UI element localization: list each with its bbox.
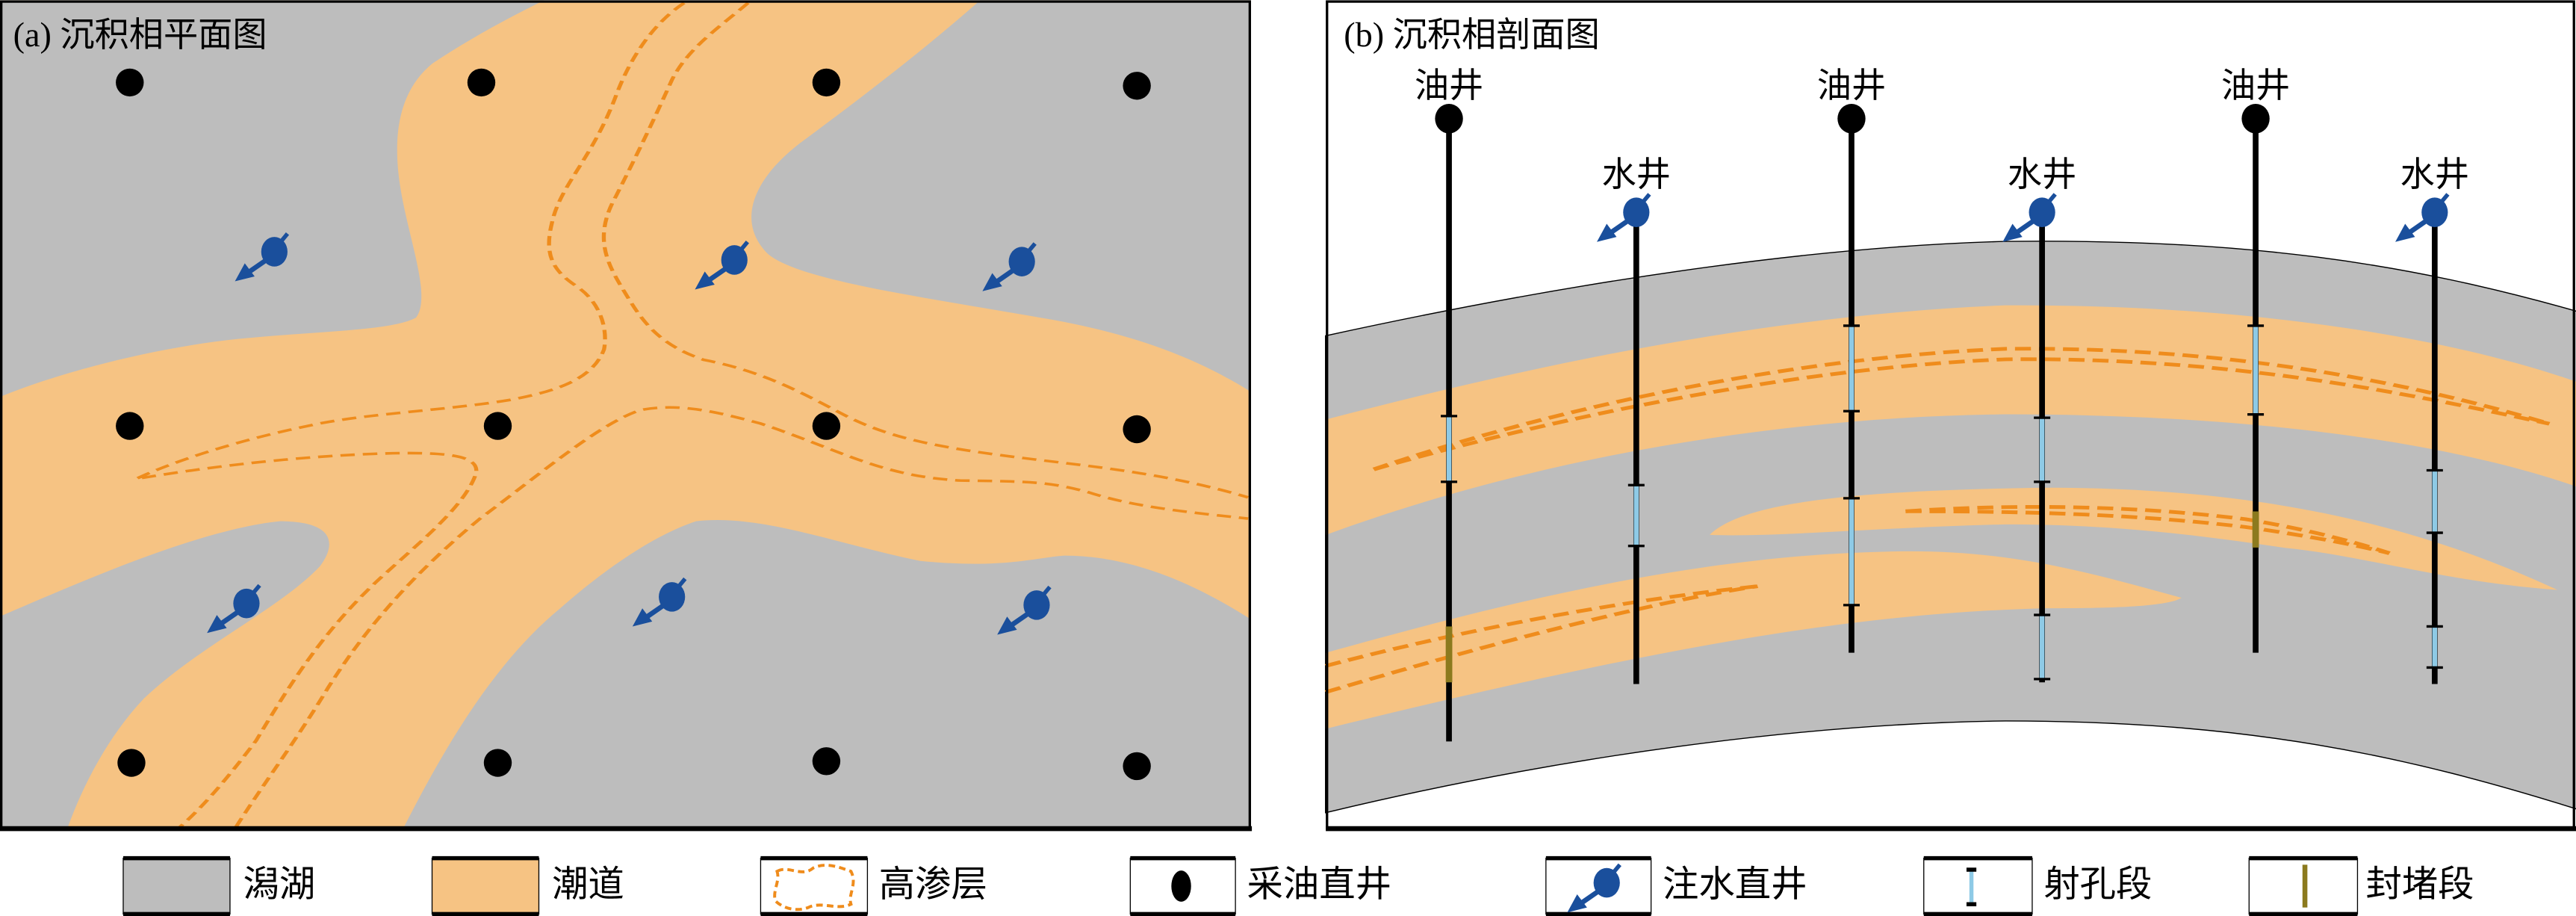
water-well-1: 水井	[1597, 155, 1671, 684]
panel-b-cross-section: (b) 沉积相剖面图 油井 油井 油井	[1324, 0, 2576, 832]
oil-well-2: 油井	[1817, 66, 1886, 653]
legend-label: 射孔段	[2043, 864, 2152, 904]
legend-item-tidal-channel: 潮道	[431, 855, 624, 916]
legend-label: 采油直井	[1247, 864, 1392, 904]
perforation-segment	[1446, 415, 1452, 482]
legend-item-perforation: 射孔段	[1923, 855, 2152, 916]
tidal-channel-swatch	[431, 857, 540, 915]
legend-label: 潟湖	[243, 864, 316, 904]
injection-well-icon	[1597, 194, 1649, 242]
perforation-segment	[2253, 325, 2259, 415]
oil-well-label: 油井	[1415, 66, 1483, 105]
legend-label: 封堵段	[2365, 864, 2474, 904]
panel-a-plan-view: (a) 沉积相平面图	[0, 0, 1253, 832]
plugging-segment	[1445, 626, 1453, 683]
oil-well-head	[2241, 103, 2270, 134]
oil-wells-plan	[116, 68, 1151, 781]
perforation-segment	[2432, 470, 2438, 533]
legend-item-lagoon: 潟湖	[122, 855, 316, 916]
legend-item-high-permeability: 高渗层	[760, 855, 987, 916]
perforation-segment	[2432, 626, 2438, 668]
water-well-3: 水井	[2395, 155, 2469, 684]
oil-well-dot	[483, 412, 512, 440]
oil-well-3: 油井	[2221, 66, 2290, 653]
oil-well-1: 油井	[1415, 66, 1483, 742]
perforation-segment	[2039, 418, 2045, 482]
oil-well-label: 油井	[1817, 66, 1886, 105]
oil-well-dot	[1123, 415, 1151, 444]
perforation-segment	[2039, 615, 2045, 679]
plugging-segment	[2252, 511, 2259, 548]
lagoon-swatch	[122, 857, 231, 915]
legend-item-injection-well: 注水直井	[1545, 855, 1807, 916]
legend: 潟湖 潮道 高渗层 采油直井 注水直井	[122, 855, 2474, 916]
legend-item-plugging: 封堵段	[2248, 855, 2474, 916]
oil-well-dot	[116, 412, 144, 440]
water-well-label: 水井	[2400, 155, 2469, 194]
oil-well-dot	[1171, 870, 1191, 902]
lagoon-area-top-left	[0, 0, 544, 397]
channel-sand-middle	[1710, 487, 2558, 590]
oil-well-dot	[483, 749, 512, 777]
perforation-segment	[1849, 325, 1855, 412]
high-permeability-zones-section	[1324, 347, 2551, 694]
water-well-label: 水井	[2008, 155, 2076, 194]
high-permeability-dashed-outline	[773, 864, 855, 912]
oil-well-dot	[116, 68, 144, 97]
oil-well-dot	[812, 747, 841, 776]
legend-label: 高渗层	[879, 864, 987, 904]
channel-sand-lower	[1326, 551, 2182, 729]
injection-well-icon	[2002, 194, 2055, 242]
legend-item-oil-well: 采油直井	[1129, 855, 1392, 916]
oil-well-dot	[812, 412, 841, 440]
oil-well-dot	[467, 68, 496, 97]
lagoon-area-top-right	[751, 0, 1251, 392]
oil-well-dot	[117, 749, 146, 777]
oil-well-dot	[812, 68, 841, 97]
water-well-label: 水井	[1602, 155, 1671, 194]
oil-well-head	[1837, 103, 1866, 134]
oil-well-dot	[1123, 752, 1151, 781]
perforation-segment	[1849, 498, 1855, 605]
panel-a-title: (a) 沉积相平面图	[13, 16, 267, 54]
perforation-segment-icon	[1966, 867, 1977, 906]
perforation-segment	[1633, 485, 1639, 546]
legend-label: 注水直井	[1663, 864, 1807, 904]
high-permeability-zones	[134, 1, 1250, 828]
panel-b-title: (b) 沉积相剖面图	[1344, 16, 1600, 54]
oil-well-head	[1435, 103, 1463, 134]
legend-label: 潮道	[552, 864, 624, 904]
injection-well-icon	[2395, 194, 2448, 242]
oil-well-dot	[1123, 72, 1151, 100]
oil-well-label: 油井	[2221, 66, 2290, 105]
water-well-2: 水井	[2002, 155, 2076, 683]
